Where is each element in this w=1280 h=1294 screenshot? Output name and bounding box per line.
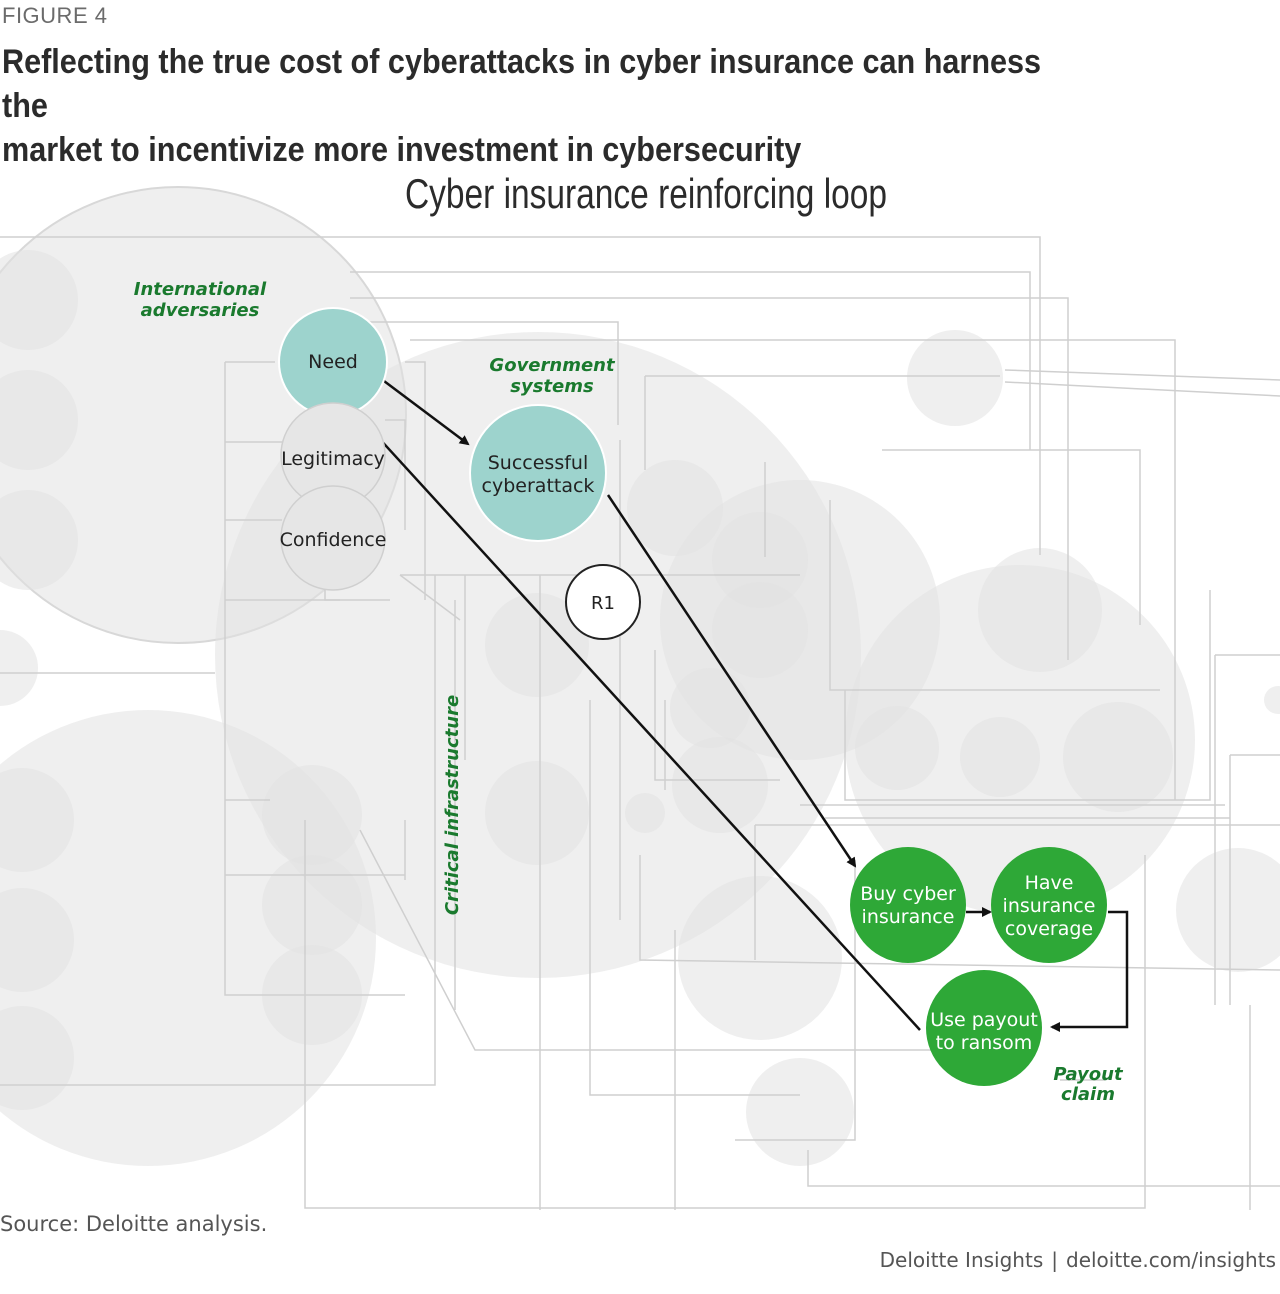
arrow-need-to-attack [379,377,470,446]
node-buy-cyber-insurance: Buy cyber insurance [850,847,966,963]
arrow-attack-to-buy [606,494,857,868]
background-connector-lines [0,236,1280,1210]
figure-label: FIGURE 4 [2,3,108,28]
footer-separator: | [1051,1248,1058,1272]
background-circles [0,186,1280,1166]
loop-marker-label: R1 [591,593,615,614]
node-need-label: Need [308,351,358,373]
node-legitimacy-label: Legitimacy [281,448,385,470]
node-have-insurance-coverage: Have insurance coverage [991,847,1107,963]
label-payout-line-2: claim [1061,1084,1115,1105]
node-buy-label-line-2: insurance [862,906,955,928]
node-payout-label-line-2: to ransom [936,1032,1033,1054]
label-government-line-1: Government [489,355,616,376]
node-need: Need [278,307,388,417]
diagram-title: Cyber insurance reinforcing loop [405,170,887,217]
arrow-payout-to-need [353,410,921,1031]
node-confidence: Confidence [280,485,387,591]
node-successful-cyberattack: Successful cyberattack [469,404,607,542]
label-international-line-2: adversaries [141,300,260,321]
node-buy-label-line-1: Buy cyber [860,883,956,905]
headline-line-1: Reflecting the true cost of cyberattacks… [2,43,1042,125]
headline-line-2: market to incentivize more investment in… [2,131,802,169]
cyber-insurance-loop-diagram: Cyber insurance reinforcing loop Interna… [0,170,1280,1210]
footer-brand: Deloitte Insights [879,1248,1044,1272]
node-legitimacy: Legitimacy [280,402,386,508]
label-payout-line-1: Payout [1053,1064,1124,1085]
region-labels: International adversaries Government sys… [134,279,1124,1105]
node-payout-label-line-1: Use payout [930,1009,1038,1031]
node-attack-label-line-2: cyberattack [482,475,595,497]
footer: Deloitte Insights | deloitte.com/insights [880,1248,1276,1272]
node-attack-label-line-1: Successful [488,452,589,474]
node-have-label-line-1: Have [1025,872,1074,894]
node-have-label-line-3: coverage [1005,918,1093,940]
node-confidence-label: Confidence [280,529,387,551]
label-government-line-2: systems [510,376,594,397]
label-international-line-1: International [134,279,267,300]
node-use-payout-to-ransom: Use payout to ransom [926,970,1042,1086]
loop-arrows [353,377,1129,1032]
headline: Reflecting the true cost of cyberattacks… [2,40,1082,172]
source-note: Source: Deloitte analysis. [0,1212,268,1236]
arrow-have-to-payout [1050,910,1129,1032]
label-critical-infrastructure: Critical infrastructure [442,695,463,915]
node-have-label-line-2: insurance [1003,895,1096,917]
loop-marker-r1: R1 [565,564,641,640]
footer-url-link[interactable]: deloitte.com/insights [1066,1248,1276,1272]
